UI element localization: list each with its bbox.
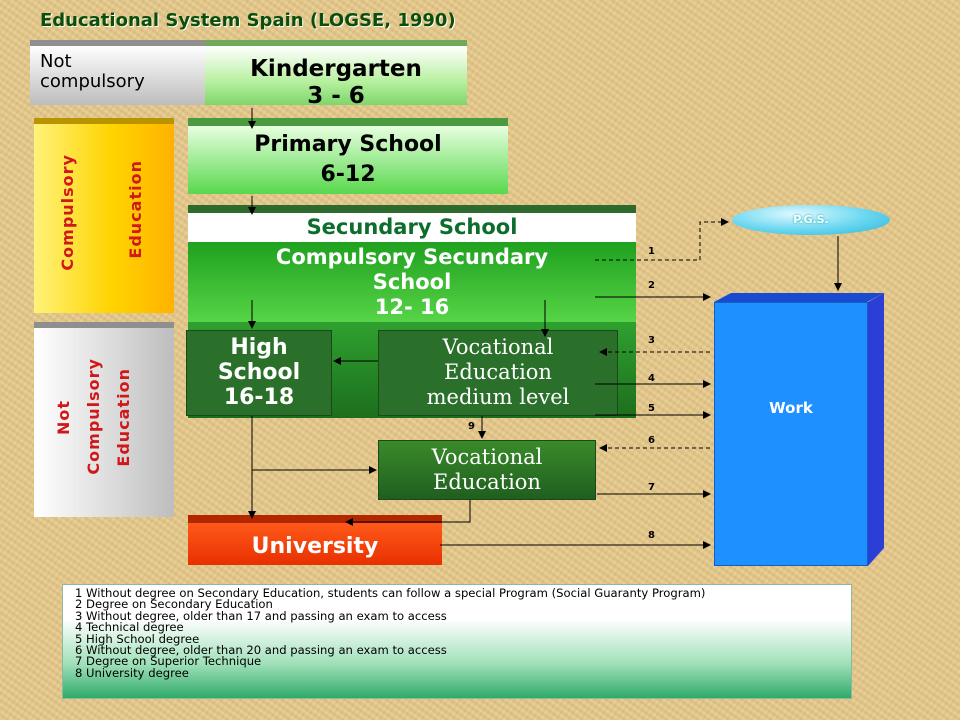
path-number-5: 5 (648, 403, 655, 414)
legend-box: 1 Without degree on Secondary Education,… (62, 584, 852, 699)
path-number-3: 3 (648, 335, 655, 346)
not-compulsory-box: Not compulsory (30, 40, 205, 105)
legend-item-6: 6 Without degree, older than 20 and pass… (75, 643, 447, 658)
kindergarten-box: Kindergarten 3 - 6 (205, 40, 467, 105)
comp-sec-line-1: Compulsory Secundary (275, 245, 549, 269)
voc-med-line-3: medium level (426, 385, 570, 409)
path-number-1: 1 (648, 246, 655, 257)
primary-ages: 6-12 (320, 162, 376, 187)
path-number-9: 9 (468, 421, 475, 432)
not-compulsory-line-2: compulsory (40, 71, 145, 92)
vocational-education-box: Vocational Education (378, 440, 596, 500)
legend-item-3: 3 Without degree, older than 17 and pass… (75, 608, 447, 623)
diagram-title: Educational System Spain (LOGSE, 1990) (40, 10, 456, 31)
kindergarten-ages: 3 - 6 (307, 83, 365, 105)
path-number-4: 4 (648, 373, 655, 384)
university-box: University (188, 515, 442, 565)
legend-item-4: 4 Technical degree (75, 620, 184, 635)
legend-item-5: 5 High School degree (75, 631, 200, 646)
primary-school-box: Primary School 6-12 (188, 118, 508, 194)
legend-item-7: 7 Degree on Superior Technique (75, 654, 262, 669)
high-line-1: High (230, 335, 288, 360)
legend-item-8: 8 University degree (75, 665, 189, 680)
path-number-2: 2 (648, 280, 655, 291)
primary-label: Primary School (254, 132, 442, 157)
path-number-8: 8 (648, 530, 655, 541)
legend-item-1: 1 Without degree on Secondary Education,… (75, 586, 706, 600)
legend-item-2: 2 Degree on Secondary Education (75, 597, 273, 612)
voc-line-2: Education (433, 470, 541, 494)
voc-med-line-1: Vocational (442, 335, 554, 359)
kindergarten-label: Kindergarten (250, 56, 422, 82)
path-number-6: 6 (648, 435, 655, 446)
work-box: Work (714, 302, 868, 566)
compulsory-secundary-box: Compulsory Secundary School 12- 16 (188, 242, 636, 322)
compulsory-education-panel: Compulsory Education (34, 118, 174, 313)
arrow-1-pgs (595, 218, 729, 261)
secundary-school-header: Secundary School (188, 205, 636, 242)
vocational-medium-box: Vocational Education medium level (378, 330, 618, 416)
path-number-7: 7 (648, 482, 655, 493)
comp-sec-ages: 12- 16 (374, 295, 450, 319)
voc-line-1: Vocational (431, 445, 543, 469)
high-line-2: School (217, 360, 301, 385)
work-box-side (868, 293, 884, 566)
high-ages: 16-18 (223, 385, 295, 410)
high-school-box: High School 16-18 (186, 330, 332, 416)
work-box-top (714, 293, 884, 302)
pgs-ellipse: P.G.S. (732, 205, 890, 235)
voc-med-line-2: Education (444, 360, 552, 384)
comp-sec-line-2: School (372, 270, 452, 294)
not-compulsory-line-1: Not (40, 51, 72, 72)
not-compulsory-education-panel: Not Compulsory Education (34, 322, 174, 517)
arrow-voc-university (345, 500, 471, 526)
